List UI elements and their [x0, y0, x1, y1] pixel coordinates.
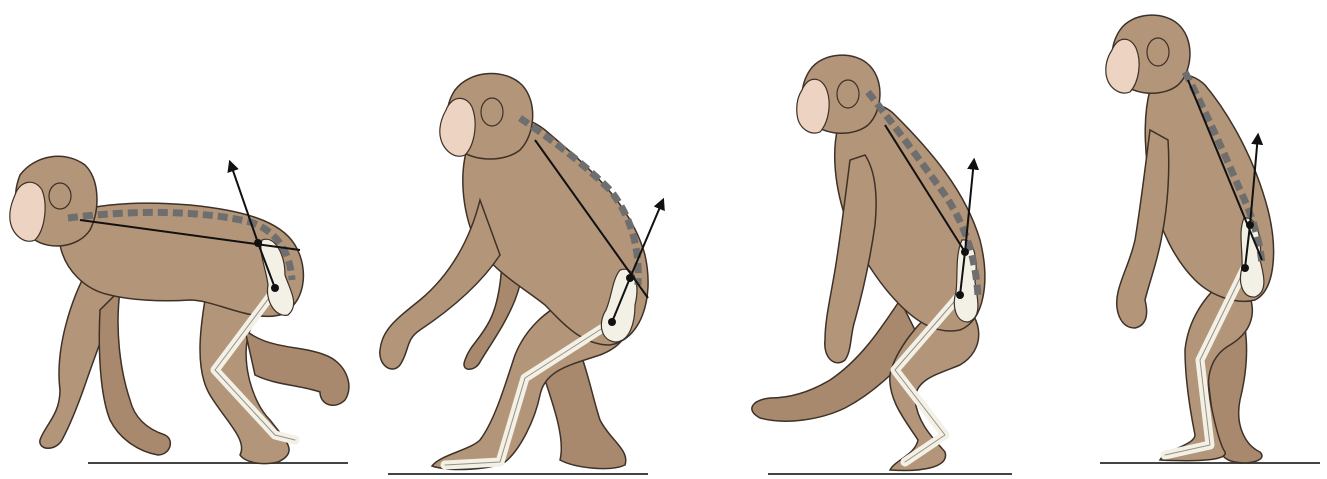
hind-leg-far	[245, 330, 349, 405]
primate-figure-quadrupedal	[10, 156, 349, 463]
fore-limb	[1117, 130, 1169, 328]
hip-joint	[961, 248, 969, 256]
face	[10, 182, 45, 241]
hip-joint	[254, 239, 262, 247]
face	[797, 79, 829, 133]
ear	[481, 98, 503, 126]
ear	[49, 183, 71, 209]
face	[1106, 39, 1139, 93]
primate-figure-upright	[1100, 15, 1320, 463]
face	[440, 98, 475, 156]
fore-limb-far	[99, 290, 170, 455]
primate-figure-bent-hip	[380, 74, 663, 474]
ear	[837, 80, 859, 108]
hip-joint	[626, 274, 634, 282]
primate-figure-semi-erect	[752, 55, 1012, 474]
pelvis-joint	[956, 291, 964, 299]
hip-joint	[1246, 221, 1254, 229]
fore-limb	[825, 155, 876, 363]
ear	[1147, 38, 1169, 66]
pelvis-joint	[1241, 264, 1249, 272]
pelvis-joint	[271, 284, 279, 292]
pelvis-joint	[608, 318, 616, 326]
